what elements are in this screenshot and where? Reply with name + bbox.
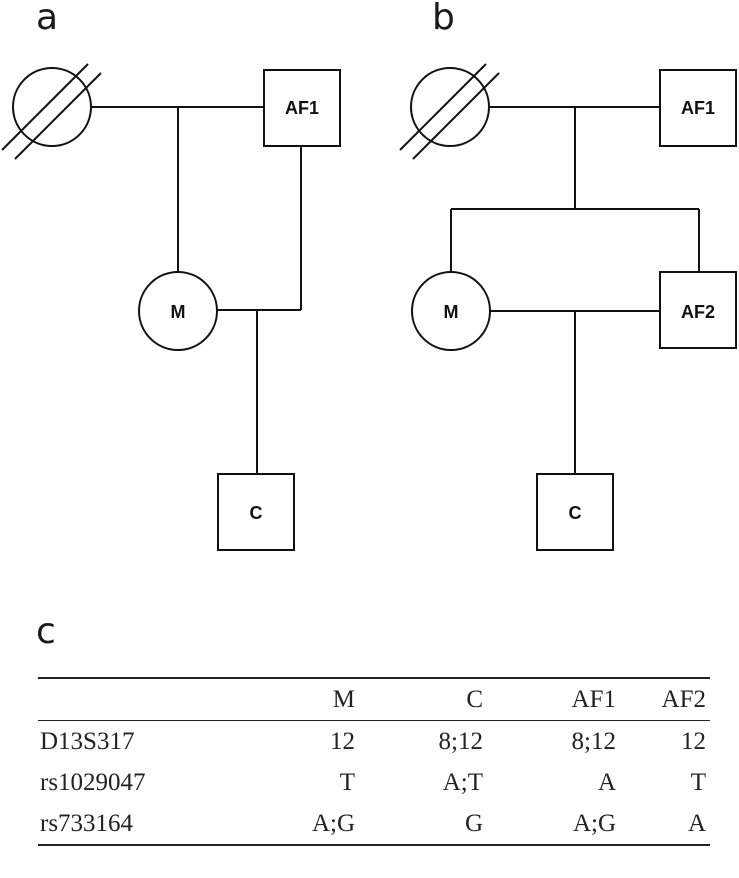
- cell-m: T: [339, 768, 355, 796]
- table-header-row: M C AF1 AF2: [38, 678, 710, 721]
- cell-c: A;T: [442, 768, 483, 796]
- af1-node-b: [659, 69, 737, 147]
- pedigree-diagrams: AF1 M C AF1 M AF2 C: [1, 63, 737, 551]
- af1-label-b: AF1: [681, 98, 715, 118]
- mother-node-b: [411, 271, 491, 351]
- af2-label-b: AF2: [681, 302, 715, 322]
- cell-af2: A: [687, 809, 706, 837]
- table-row: D13S317 12 8;12 8;12 12: [38, 721, 710, 763]
- table-row: rs733164 A;G G A;G A: [38, 803, 710, 845]
- cell-m: 12: [330, 727, 355, 755]
- child-label-b: C: [569, 503, 582, 523]
- cell-m: A;G: [311, 809, 355, 837]
- af2-node-b: [659, 271, 737, 349]
- child-label-a: C: [250, 503, 263, 523]
- af1-label-a: AF1: [285, 98, 319, 118]
- header-af1: AF1: [571, 685, 616, 713]
- mother-node-a: [138, 271, 218, 351]
- marker-cell: rs733164: [40, 809, 134, 837]
- cell-af1: 8;12: [571, 727, 616, 755]
- mother-label-b: M: [444, 302, 459, 322]
- child-node-b: [536, 473, 614, 551]
- cell-af2: T: [690, 768, 706, 796]
- header-m: M: [332, 685, 355, 713]
- deceased-grandmother-b: [399, 63, 500, 160]
- table-row: rs1029047 T A;T A T: [38, 762, 710, 803]
- cell-af1: A: [597, 768, 616, 796]
- cell-c: G: [464, 809, 483, 837]
- genotype-table: M C AF1 AF2 D13S317 12 8;12 8;12 12 rs10…: [38, 677, 710, 846]
- marker-cell: D13S317: [40, 727, 135, 755]
- cell-af1: A;G: [572, 809, 616, 837]
- pedigree-b: [399, 63, 737, 551]
- header-marker: [38, 678, 248, 721]
- deceased-grandmother-a: [1, 63, 102, 160]
- cell-c: 8;12: [438, 727, 483, 755]
- mother-label-a: M: [171, 302, 186, 322]
- marker-cell: rs1029047: [40, 768, 146, 796]
- header-c: C: [466, 685, 483, 713]
- header-af2: AF2: [661, 685, 706, 713]
- panel-c-letter: c: [36, 611, 56, 652]
- pedigree-a: [1, 63, 341, 551]
- child-node-a: [217, 473, 295, 551]
- af1-node-a: [263, 69, 341, 147]
- cell-af2: 12: [681, 727, 706, 755]
- panel-b-letter: b: [432, 0, 455, 38]
- panel-a-letter: a: [36, 0, 59, 38]
